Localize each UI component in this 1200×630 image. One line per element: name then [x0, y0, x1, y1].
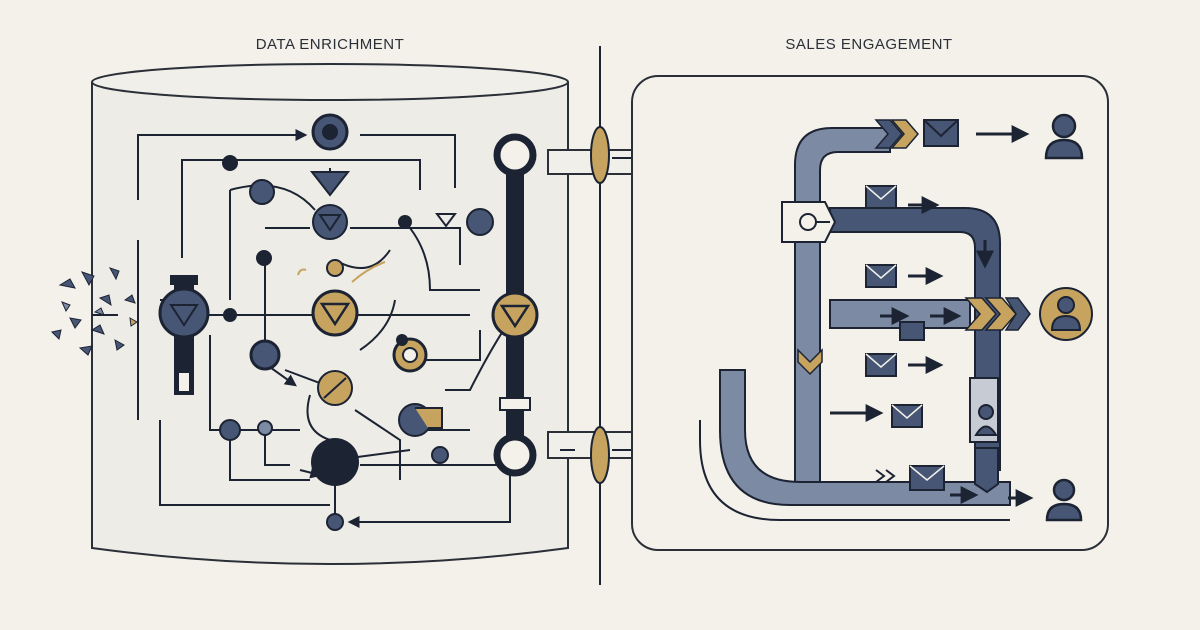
node-gold-small [326, 259, 344, 277]
pipe-elbow-node [398, 403, 443, 437]
envelope-icon-4 [899, 321, 925, 341]
enrichment-circuit-lines [92, 134, 511, 523]
person-icon [1044, 113, 1084, 160]
person-icon-highlight [1039, 287, 1093, 341]
arrow-right-icon [830, 125, 1034, 507]
node-gold-ring [392, 337, 428, 373]
envelope-icon-3 [865, 264, 897, 288]
node-gold-slash [317, 370, 353, 406]
node-slate-b [466, 208, 494, 236]
sales-engagement-title: SALES ENGAGEMENT [785, 36, 953, 53]
funnel-icon-small [435, 213, 457, 228]
node-dark-large [311, 438, 359, 486]
data-enrichment-title: DATA ENRICHMENT [255, 36, 405, 53]
node-small-dark-a [222, 155, 238, 171]
node-slate-ring [249, 339, 281, 371]
person-icon-bottom [1045, 478, 1083, 522]
node-steel-small [257, 420, 273, 436]
node-small-dark-b [256, 250, 272, 266]
envelope-icon-6 [891, 404, 923, 428]
funnel-node-upper [312, 204, 348, 240]
envelope-icon-7 [909, 465, 945, 491]
gold-accent-a [297, 261, 386, 283]
chevron-right-icon-mid [964, 297, 1031, 331]
valve-left [158, 275, 210, 395]
pipe-valve [781, 201, 837, 243]
envelope-icon [923, 119, 959, 147]
node-slate-d [431, 446, 449, 464]
envelope-icon-5 [865, 353, 897, 377]
node-slate-c [219, 419, 241, 441]
chevron-right-icon [874, 119, 919, 149]
left-side-pipe [699, 420, 1010, 521]
funnel-icon [309, 171, 351, 197]
node-slate-bottom [326, 513, 344, 531]
node-slate-a [249, 179, 275, 205]
node-small-dark-c [398, 215, 412, 229]
raw-data-fragments [51, 267, 138, 356]
node-small-dark-d [223, 308, 237, 322]
chevron-down-icon [797, 348, 823, 376]
node-top [311, 113, 349, 151]
enrichment-output-bus [491, 133, 539, 477]
envelope-icon-2 [865, 185, 897, 209]
node-small-dark-e [396, 334, 408, 346]
person-icon-pipe [974, 404, 998, 436]
funnel-node-gold-center [311, 289, 359, 337]
